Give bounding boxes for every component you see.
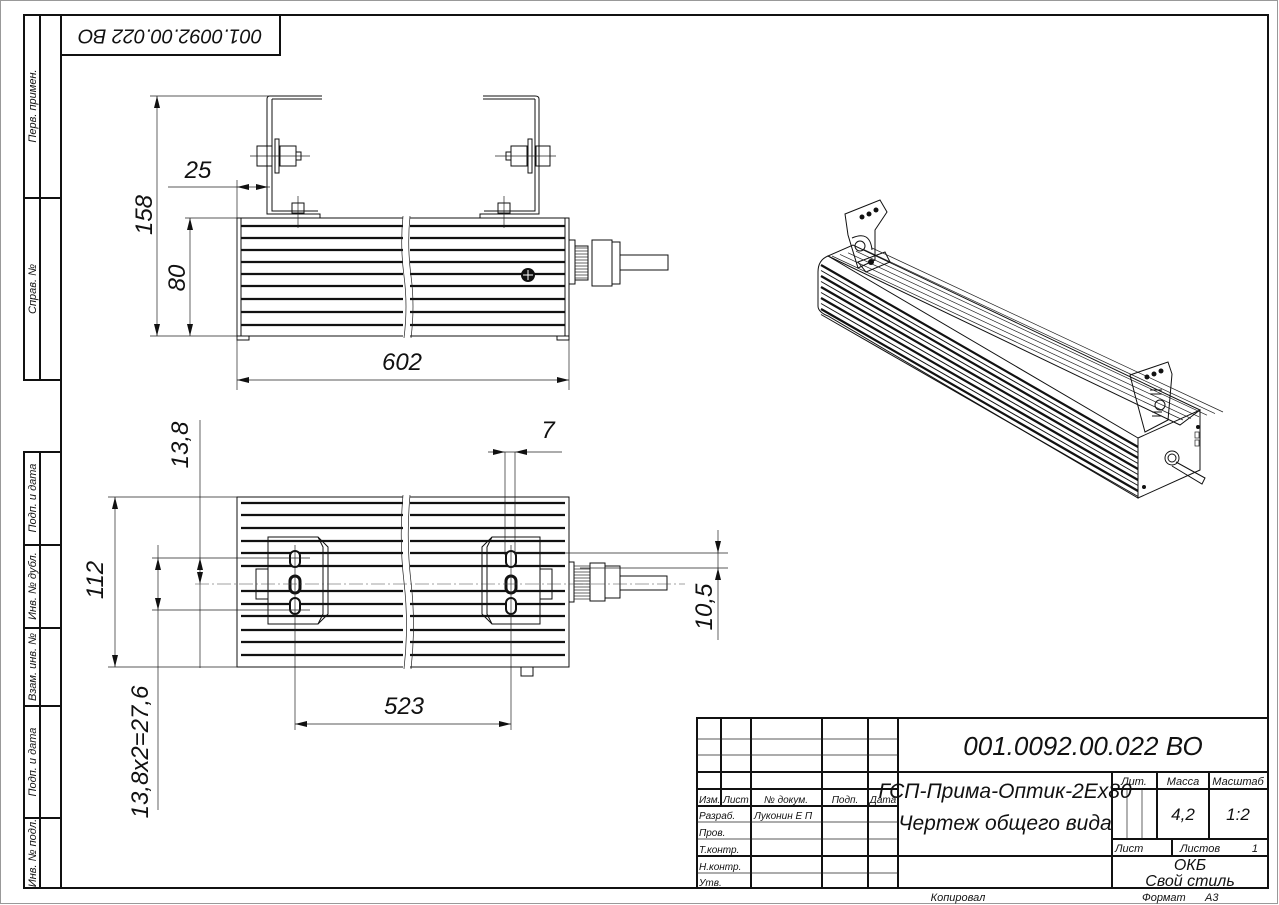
role-tkontr: Т.контр. xyxy=(699,845,739,856)
margin-label-inv-podl: Инв. № подл. xyxy=(27,819,39,887)
dim-13-8: 13,8 xyxy=(167,421,194,468)
sheet-label: Лист xyxy=(1114,843,1143,855)
title-block: 001.0092.00.022 ВО ГСП-Прима-Оптик-2Ех80… xyxy=(696,717,1269,904)
dim-158: 158 xyxy=(131,194,158,235)
mass-value: 4,2 xyxy=(1171,805,1195,824)
hdr-doc: № докум. xyxy=(764,795,808,806)
hdr-list: Лист xyxy=(722,795,749,806)
dim-112: 112 xyxy=(82,561,109,599)
title-product-name: ГСП-Прима-Оптик-2Ех80 xyxy=(878,780,1132,803)
fin-line xyxy=(820,264,1139,448)
isometric-view xyxy=(817,199,1224,499)
role-nkontr: Н.контр. xyxy=(699,862,741,873)
role-prov: Пров. xyxy=(699,828,725,839)
dim-602: 602 xyxy=(382,349,422,376)
dimension-lines-side xyxy=(150,95,570,390)
fin-line xyxy=(820,286,1139,470)
side-view: 158 80 25 602 xyxy=(131,95,669,390)
fin-line xyxy=(820,292,1139,475)
fin-line xyxy=(847,252,1200,418)
developer-name: Луконин Е П xyxy=(753,811,813,822)
fin-line xyxy=(871,247,1224,413)
scale-value: 1:2 xyxy=(1226,805,1250,824)
fin-line xyxy=(820,270,1139,453)
format-value: А3 xyxy=(1204,892,1219,904)
sheets-value: 1 xyxy=(1252,843,1258,855)
org-line2: Свой стиль xyxy=(1145,873,1234,890)
dim-27-6: 13,8x2=27,6 xyxy=(127,685,154,818)
top-stamp-designation: 001.0092.00.022 ВО xyxy=(78,25,262,47)
role-razrab: Разраб. xyxy=(699,810,735,822)
dim-7: 7 xyxy=(541,417,556,444)
bottom-view: 112 13,8 13,8x2=27,6 7 10,5 523 xyxy=(82,417,728,818)
fin-line xyxy=(820,308,1139,492)
title-document-type: Чертеж общего вида xyxy=(898,812,1111,835)
margin-label-sprav: Справ. № xyxy=(27,264,39,314)
fin-line xyxy=(820,281,1139,464)
margin-label-podp-data-1: Подп. и дата xyxy=(27,464,39,533)
margin-label-perv-primen: Перв. примен. xyxy=(27,69,39,142)
fin-line xyxy=(820,303,1139,486)
org-line1: ОКБ xyxy=(1174,857,1206,874)
top-stamp: 001.0092.00.022 ВО xyxy=(60,14,281,56)
hdr-podp: Подп. xyxy=(832,795,859,806)
fin-line xyxy=(831,255,1184,421)
title-designation: 001.0092.00.022 ВО xyxy=(963,731,1202,761)
lit-label: Лит. xyxy=(1120,776,1147,788)
margin-label-vzam-inv: Взам. инв. № xyxy=(27,633,39,701)
fin-line xyxy=(820,275,1139,459)
fin-line xyxy=(839,254,1192,419)
scale-label: Масштаб xyxy=(1212,776,1264,788)
sheets-label: Листов xyxy=(1179,843,1220,855)
dim-523: 523 xyxy=(384,693,425,720)
margin-label-podp-data-2: Подп. и дата xyxy=(27,728,39,797)
left-margin: Перв. примен. Справ. № Подп. и дата Инв.… xyxy=(23,14,62,889)
fin-line xyxy=(820,297,1139,481)
role-utv: Утв. xyxy=(698,878,722,889)
hdr-izm: Изм. xyxy=(699,795,720,806)
dim-25: 25 xyxy=(184,157,212,184)
fin-line xyxy=(863,249,1216,414)
dim-10-5: 10,5 xyxy=(691,583,718,630)
dim-80: 80 xyxy=(164,264,191,291)
fin-line xyxy=(855,250,1208,416)
format-label: Формат xyxy=(1142,892,1186,904)
fin-line xyxy=(820,314,1139,497)
hdr-data: Дата xyxy=(869,795,897,806)
copied-label: Копировал xyxy=(931,892,986,904)
mass-label: Масса xyxy=(1167,776,1200,788)
margin-label-inv-dubl: Инв. № дубл. xyxy=(27,552,39,620)
dimension-lines-bottom xyxy=(108,420,728,810)
